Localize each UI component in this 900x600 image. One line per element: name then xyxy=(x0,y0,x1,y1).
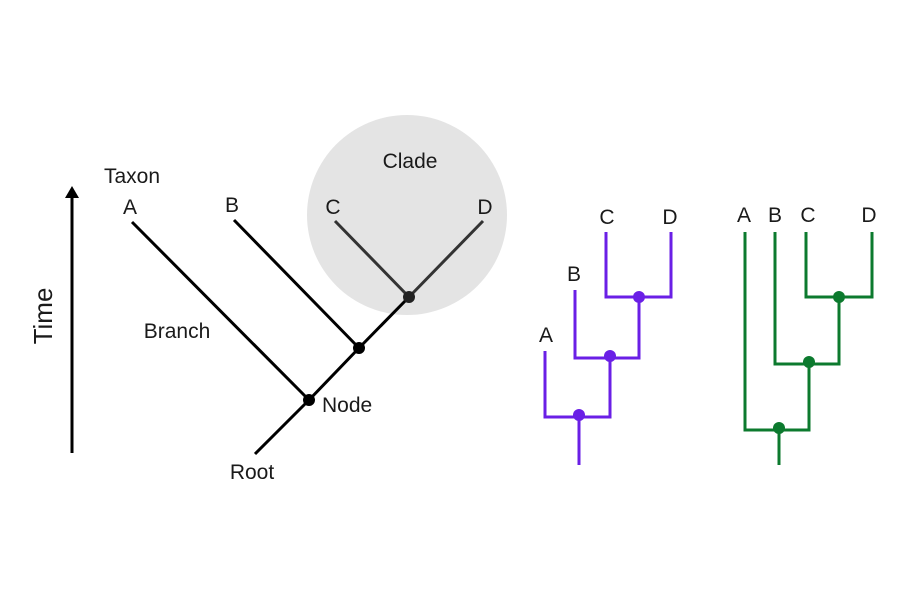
node-label: Node xyxy=(322,394,372,417)
branch-a xyxy=(130,220,311,402)
green-taxon-a: A xyxy=(737,204,751,227)
time-arrow-head xyxy=(65,186,79,198)
green-node-1-bracket xyxy=(804,232,874,299)
ladder-node-3-bracket xyxy=(543,351,612,419)
ladder-taxon-b: B xyxy=(567,263,581,286)
taxon-header: Taxon xyxy=(104,165,160,188)
ladder-taxon-c: C xyxy=(599,206,614,229)
green-tree xyxy=(743,232,874,465)
node-dot-3 xyxy=(403,291,415,303)
taxon-d: D xyxy=(477,196,492,219)
green-node-dot-3 xyxy=(773,422,785,434)
green-tree-labels: A B C D xyxy=(737,204,877,227)
ladder-node-dot-2 xyxy=(604,350,616,362)
ladder-node-1-bracket xyxy=(604,232,673,299)
node-dot-2 xyxy=(353,342,365,354)
ladder-taxon-a: A xyxy=(539,324,553,347)
clade-label: Clade xyxy=(383,150,438,173)
ladder-node-dot-3 xyxy=(573,409,585,421)
ladder-tree-labels: A B C D xyxy=(539,206,678,347)
ladder-node-2-bracket xyxy=(573,290,641,360)
green-node-3-bracket xyxy=(743,232,811,432)
branch-d xyxy=(407,219,485,299)
ladder-tree xyxy=(543,232,673,465)
node-dot-1 xyxy=(303,394,315,406)
ladder-node-dot-1 xyxy=(633,291,645,303)
taxon-c: C xyxy=(325,196,340,219)
clade-highlight xyxy=(307,115,507,315)
branch-c xyxy=(333,219,411,299)
green-taxon-b: B xyxy=(768,204,782,227)
green-taxon-d: D xyxy=(861,204,876,227)
green-taxon-c: C xyxy=(800,204,815,227)
time-axis-label: Time xyxy=(28,288,58,345)
green-node-dot-1 xyxy=(833,291,845,303)
time-axis: Time xyxy=(28,186,79,453)
branch-internal-2 xyxy=(357,295,411,350)
root-label: Root xyxy=(230,461,275,484)
taxon-a: A xyxy=(123,196,137,219)
ladder-taxon-d: D xyxy=(662,206,677,229)
green-node-dot-2 xyxy=(803,356,815,368)
taxon-b: B xyxy=(225,194,239,217)
branch-b xyxy=(232,218,361,350)
branch-label: Branch xyxy=(144,320,211,343)
main-tree: Clade Taxon A B C D Branch Node Root xyxy=(104,115,507,484)
green-tree-nodes xyxy=(773,291,845,434)
branch-root xyxy=(253,398,311,456)
ladder-tree-nodes xyxy=(573,291,645,421)
branch-internal-1 xyxy=(307,346,361,402)
